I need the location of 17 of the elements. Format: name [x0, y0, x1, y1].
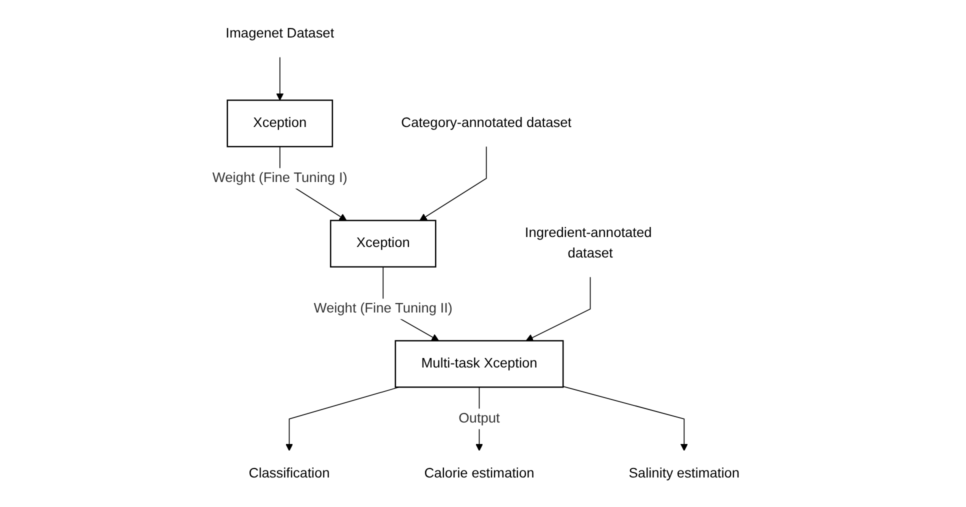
arrow: [286, 386, 400, 451]
arrow: [563, 386, 688, 451]
node-text: Ingredient-annotated dataset: [525, 225, 652, 260]
arrow: [420, 146, 488, 220]
node-text: Category-annotated dataset: [402, 115, 572, 130]
edge-label: Weight (Fine Tuning I): [212, 170, 348, 185]
arrow: [526, 276, 592, 341]
node-box: Multi-task Xception: [395, 340, 564, 388]
node-text: Calorie estimation: [424, 466, 535, 480]
edge-label: Output: [459, 410, 500, 426]
node-text: Imagenet Dataset: [226, 26, 335, 40]
node-box: Xception: [227, 99, 334, 147]
node-text: Salinity estimation: [629, 466, 740, 480]
node-box: Xception: [330, 219, 437, 268]
arrow: [276, 56, 284, 100]
edge-label: Weight (Fine Tuning II): [314, 300, 453, 316]
node-text: Classification: [249, 466, 330, 480]
